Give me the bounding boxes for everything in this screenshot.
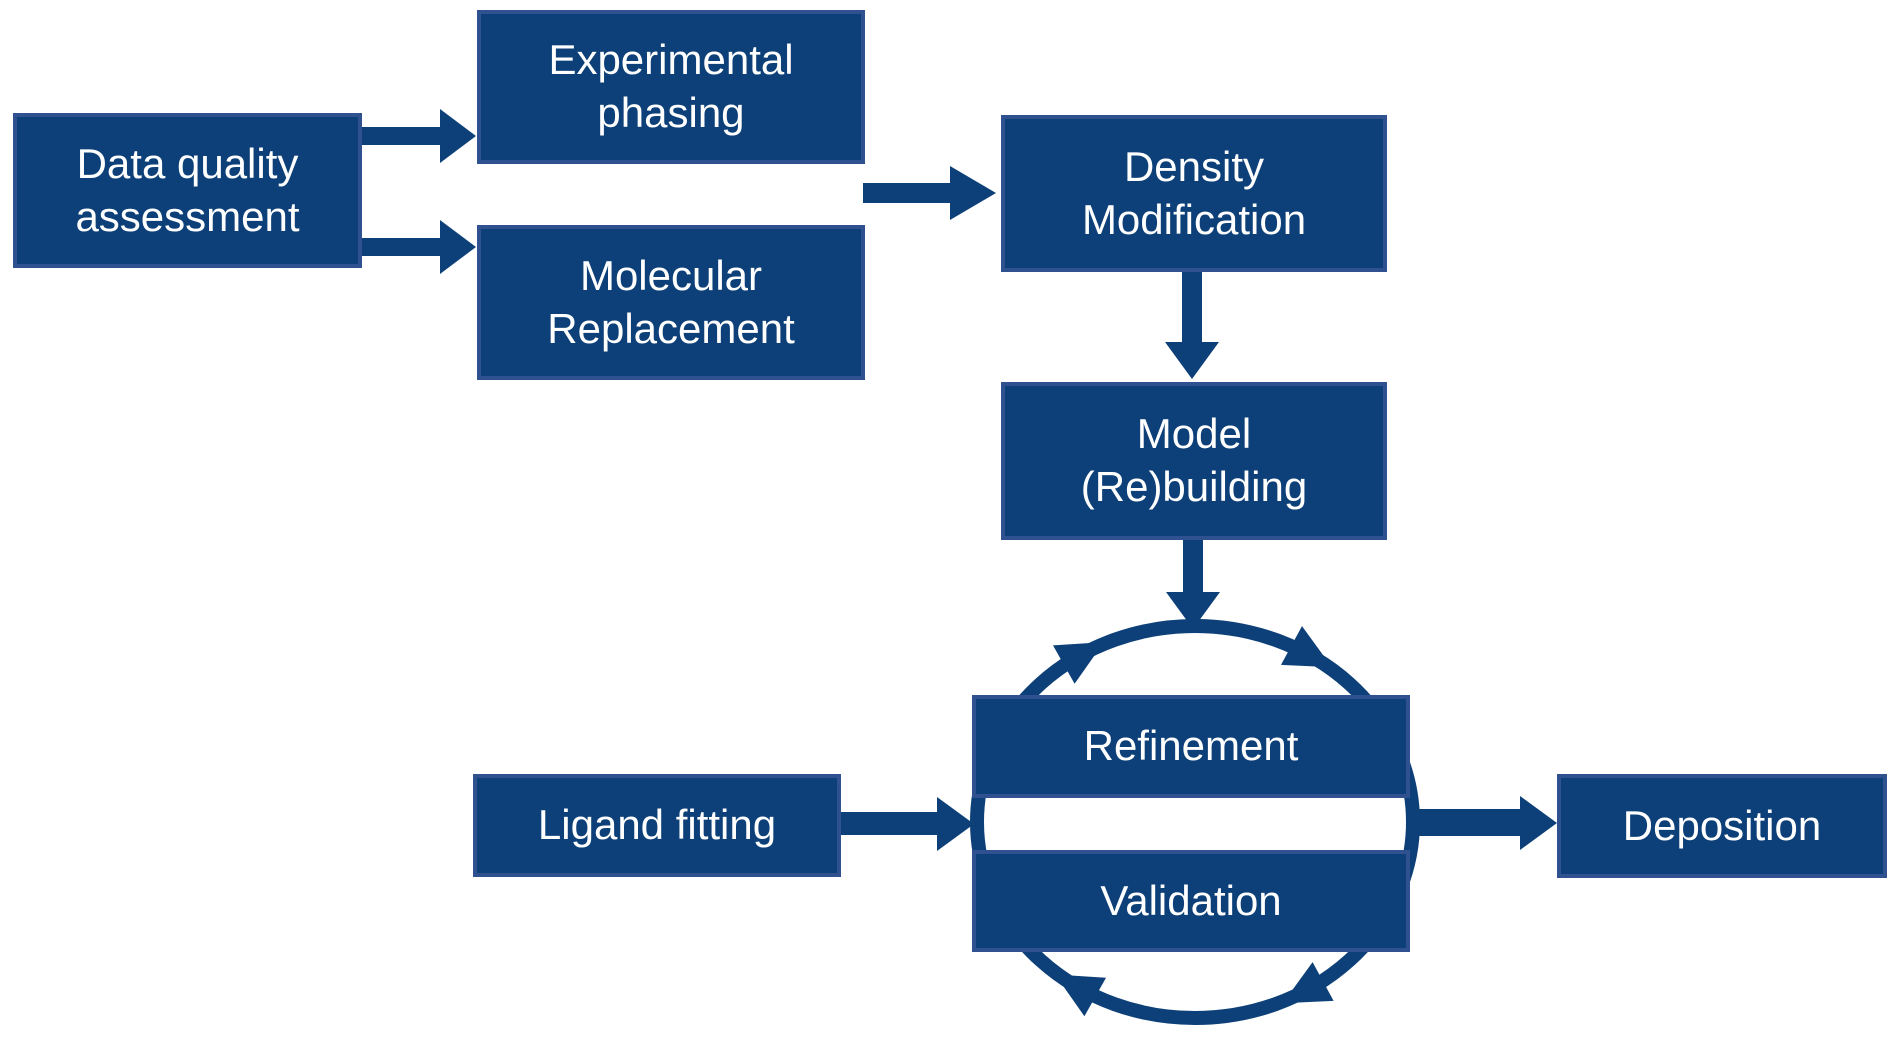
arrow-dqa-to-molecular-replacement xyxy=(362,220,476,274)
arrow-phasing-to-density-modification xyxy=(863,166,996,220)
cycle-arrowhead-bottom-right xyxy=(1282,962,1334,1004)
node-validation: Validation xyxy=(972,850,1410,952)
node-molecular-replacement: Molecular Replacement xyxy=(477,225,865,380)
node-ligand-fitting: Ligand fitting xyxy=(473,774,841,877)
arrow-cycle-to-deposition xyxy=(1408,796,1557,850)
arrow-model-rebuilding-to-cycle xyxy=(1166,540,1220,629)
node-refinement: Refinement xyxy=(972,695,1410,798)
cycle-arrowhead-top-left xyxy=(1053,642,1104,684)
cycle-arrowhead-bottom-left xyxy=(1055,974,1106,1017)
node-model-rebuilding: Model (Re)building xyxy=(1001,382,1387,540)
arrow-dqa-to-experimental-phasing xyxy=(362,109,476,163)
arrow-ligand-fitting-to-cycle xyxy=(841,797,974,851)
refinement-validation-cycle-ring xyxy=(970,619,1420,1025)
node-experimental-phasing: Experimental phasing xyxy=(477,10,865,164)
arrow-density-to-model-rebuilding xyxy=(1165,272,1219,379)
cycle-arrowhead-top-right xyxy=(1281,626,1332,668)
node-density-modification: Density Modification xyxy=(1001,115,1387,272)
node-deposition: Deposition xyxy=(1557,774,1887,878)
node-data-quality-assessment: Data quality assessment xyxy=(13,113,362,268)
